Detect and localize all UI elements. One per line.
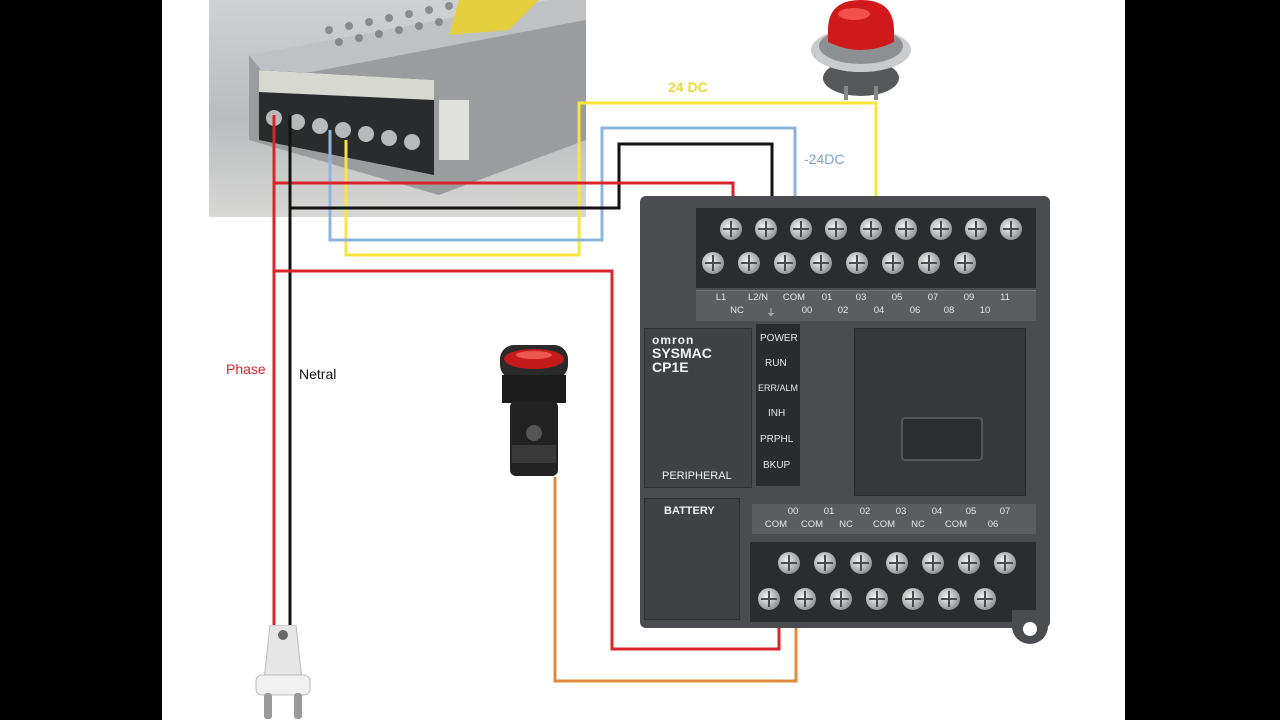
output-label-nc-2: NC <box>911 519 925 530</box>
terminal-screw <box>810 252 832 274</box>
input-label-10: 10 <box>979 305 991 316</box>
wire-neutral-link <box>290 142 774 225</box>
input-label-05: 05 <box>891 292 903 303</box>
terminal-screw <box>738 252 760 274</box>
input-label-strip <box>696 290 1036 321</box>
terminal-screw <box>790 218 812 240</box>
terminal-screw <box>922 552 944 574</box>
battery-label: BATTERY <box>664 505 715 517</box>
label-neutral: Netral <box>299 366 337 382</box>
input-label-nc: NC <box>730 305 744 316</box>
expansion-slot <box>854 328 1026 496</box>
led-err-alm: ERR/ALM <box>758 383 799 393</box>
input-label-com: COM <box>782 292 806 303</box>
terminal-screw <box>846 252 868 274</box>
series-name: SYSMAC <box>652 345 712 361</box>
terminal-screw <box>882 252 904 274</box>
terminal-screw <box>702 252 724 274</box>
terminal-screw <box>860 218 882 240</box>
status-led-panel <box>756 324 800 486</box>
terminal-screw <box>720 218 742 240</box>
output-label-com-1: COM <box>764 519 788 530</box>
front-panel-left <box>644 328 752 488</box>
output-label-02: 02 <box>859 506 871 517</box>
output-label-00: 00 <box>787 506 799 517</box>
terminal-screw <box>938 588 960 610</box>
terminal-screw <box>758 588 780 610</box>
label-phase: Phase <box>226 361 266 377</box>
output-label-03: 03 <box>895 506 907 517</box>
plc-unit: L1 L2/N COM 01 03 05 07 09 11 NC ⏚ 00 02… <box>640 196 1050 644</box>
terminal-screw <box>994 552 1016 574</box>
output-label-07: 07 <box>999 506 1011 517</box>
terminal-screw <box>774 252 796 274</box>
label-24dc-negative: -24DC <box>804 151 845 167</box>
led-run: RUN <box>765 358 787 369</box>
terminal-screw <box>755 218 777 240</box>
wire-24dc-positive <box>344 101 878 257</box>
output-label-com-3: COM <box>872 519 896 530</box>
input-label-l2n: L2/N <box>747 292 769 303</box>
output-label-com-4: COM <box>944 519 968 530</box>
battery-compartment <box>644 498 740 620</box>
mains-plug <box>255 625 311 719</box>
terminal-screw <box>850 552 872 574</box>
output-label-04: 04 <box>931 506 943 517</box>
input-label-07: 07 <box>927 292 939 303</box>
power-supply-photo <box>209 0 586 217</box>
led-inh: INH <box>768 408 786 419</box>
model-name: CP1E <box>652 359 689 375</box>
terminal-screw <box>866 588 888 610</box>
output-label-05: 05 <box>965 506 977 517</box>
terminal-screw <box>965 218 987 240</box>
terminal-screw <box>830 588 852 610</box>
ground-icon: ⏚ <box>766 308 776 319</box>
input-label-l1: L1 <box>715 292 727 303</box>
terminal-screw <box>974 588 996 610</box>
led-bkup: BKUP <box>763 460 791 471</box>
red-pushbutton <box>811 0 911 100</box>
terminal-screw <box>794 588 816 610</box>
terminal-screw <box>778 552 800 574</box>
wiring-diagram-canvas: 24 DC -24DC Phase Netral L1 L2/N COM 01 … <box>162 0 1125 720</box>
output-label-01: 01 <box>823 506 835 517</box>
led-prphl: PRPHL <box>760 434 794 445</box>
terminal-screw <box>886 552 908 574</box>
output-label-com-2: COM <box>800 519 824 530</box>
power-supply-unit <box>249 0 586 195</box>
wire-phase-output-com <box>274 269 781 651</box>
output-label-06: 06 <box>987 519 999 530</box>
led-power: POWER <box>760 333 798 344</box>
input-label-03: 03 <box>855 292 867 303</box>
terminal-screw <box>954 252 976 274</box>
input-label-00: 00 <box>801 305 813 316</box>
red-indicator-lamp <box>500 345 568 476</box>
terminal-screw <box>1000 218 1022 240</box>
input-label-11: 11 <box>1000 292 1010 303</box>
brand-logo: omron <box>652 333 695 347</box>
terminal-screw <box>902 588 924 610</box>
terminal-screw <box>895 218 917 240</box>
input-label-04: 04 <box>873 305 885 316</box>
input-label-06: 06 <box>909 305 921 316</box>
din-rail-tab <box>1012 610 1048 644</box>
expansion-connector <box>901 417 983 461</box>
input-label-01: 01 <box>821 292 833 303</box>
peripheral-port-label: PERIPHERAL <box>662 470 732 482</box>
terminal-screw <box>918 252 940 274</box>
label-24dc-positive: 24 DC <box>668 79 708 95</box>
output-label-strip <box>752 504 1036 534</box>
input-label-09: 09 <box>963 292 975 303</box>
input-label-08: 08 <box>943 305 955 316</box>
terminal-screw <box>958 552 980 574</box>
terminal-screw <box>930 218 952 240</box>
terminal-screw <box>825 218 847 240</box>
output-label-nc-1: NC <box>839 519 853 530</box>
terminal-screw <box>814 552 836 574</box>
input-label-02: 02 <box>837 305 849 316</box>
